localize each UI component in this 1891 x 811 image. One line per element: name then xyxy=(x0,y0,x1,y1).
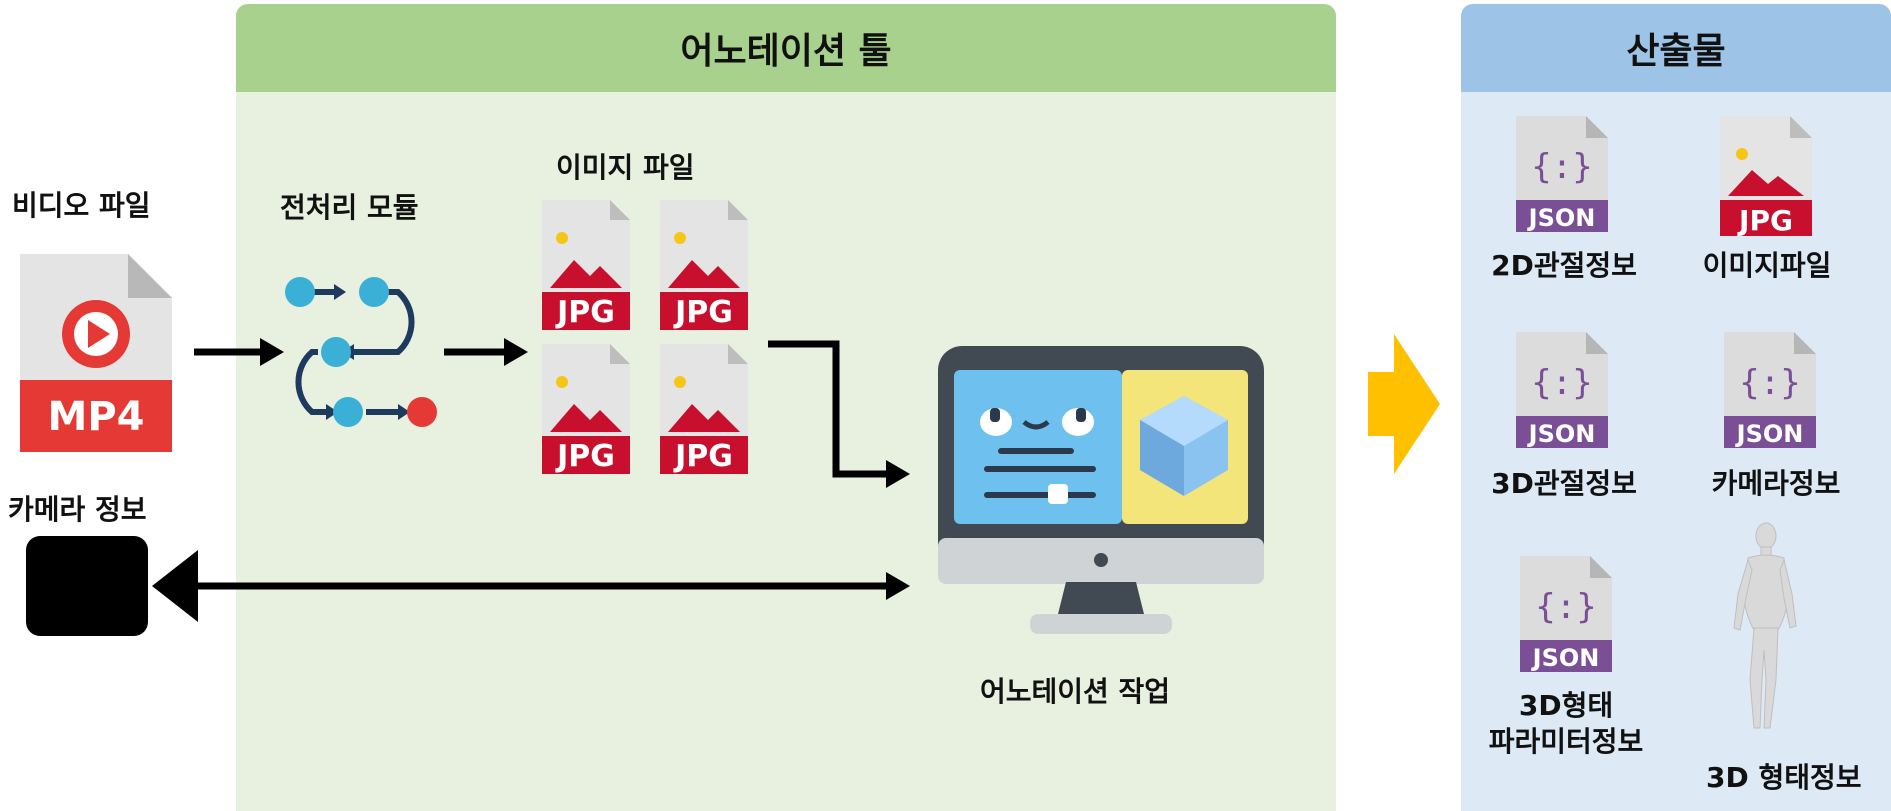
json-file-icon: {:} JSON xyxy=(1516,116,1608,232)
json-file-icon: {:} JSON xyxy=(1516,332,1608,448)
jpg-badge: JPG xyxy=(555,439,615,474)
jpg-badge: JPG xyxy=(673,295,733,330)
json-badge: JSON xyxy=(1531,644,1600,672)
json-badge: JSON xyxy=(1527,204,1596,232)
video-camera-icon xyxy=(26,536,198,636)
json-file-icon: {:} JSON xyxy=(1520,556,1612,672)
workflow-icon xyxy=(285,277,437,427)
jpg-badge: JPG xyxy=(673,439,733,474)
output-label-3d-joints: 3D관절정보 xyxy=(1491,467,1637,500)
json-symbol: {:} xyxy=(1535,587,1596,627)
jpg-badge: JPG xyxy=(1737,204,1793,237)
preprocess-module-label: 전처리 모듈 xyxy=(280,191,419,224)
output-label-camera-info: 카메라정보 xyxy=(1711,467,1841,500)
output-label-3d-shape-params: 3D형태 파라미터정보 xyxy=(1456,688,1676,760)
json-badge: JSON xyxy=(1527,420,1596,448)
jpg-file-icon: JPG xyxy=(1720,116,1812,237)
monitor-annotation-icon xyxy=(938,346,1264,634)
output-label-line: 3D형태 xyxy=(1518,689,1614,722)
output-label-3d-shape-info: 3D 형태정보 xyxy=(1706,761,1862,794)
annotation-task-label: 어노테이션 작업 xyxy=(980,675,1171,708)
output-label-2d-joints: 2D관절정보 xyxy=(1491,249,1637,282)
json-symbol: {:} xyxy=(1531,147,1592,187)
output-arrow-icon xyxy=(1368,334,1440,474)
video-file-label: 비디오 파일 xyxy=(12,189,151,222)
output-label-image-files: 이미지파일 xyxy=(1702,249,1832,282)
json-symbol: {:} xyxy=(1531,363,1592,403)
camera-info-label: 카메라 정보 xyxy=(8,493,147,526)
images-to-annotation-arrow xyxy=(768,340,890,478)
mp4-badge: MP4 xyxy=(48,394,145,440)
output-label-line: 파라미터정보 xyxy=(1488,725,1644,758)
jpg-badge: JPG xyxy=(555,295,615,330)
mp4-file-icon: MP4 xyxy=(20,254,172,452)
json-badge: JSON xyxy=(1735,420,1804,448)
jpg-files-group: JPG JPG JPG JPG xyxy=(542,200,748,474)
human-body-model-icon xyxy=(1733,522,1797,729)
image-files-label: 이미지 파일 xyxy=(556,151,695,184)
json-file-icon: {:} JSON xyxy=(1724,332,1816,448)
json-symbol: {:} xyxy=(1739,363,1800,403)
output-panel-title: 산출물 xyxy=(1461,4,1891,92)
annotation-tool-title: 어노테이션 툴 xyxy=(236,4,1336,92)
